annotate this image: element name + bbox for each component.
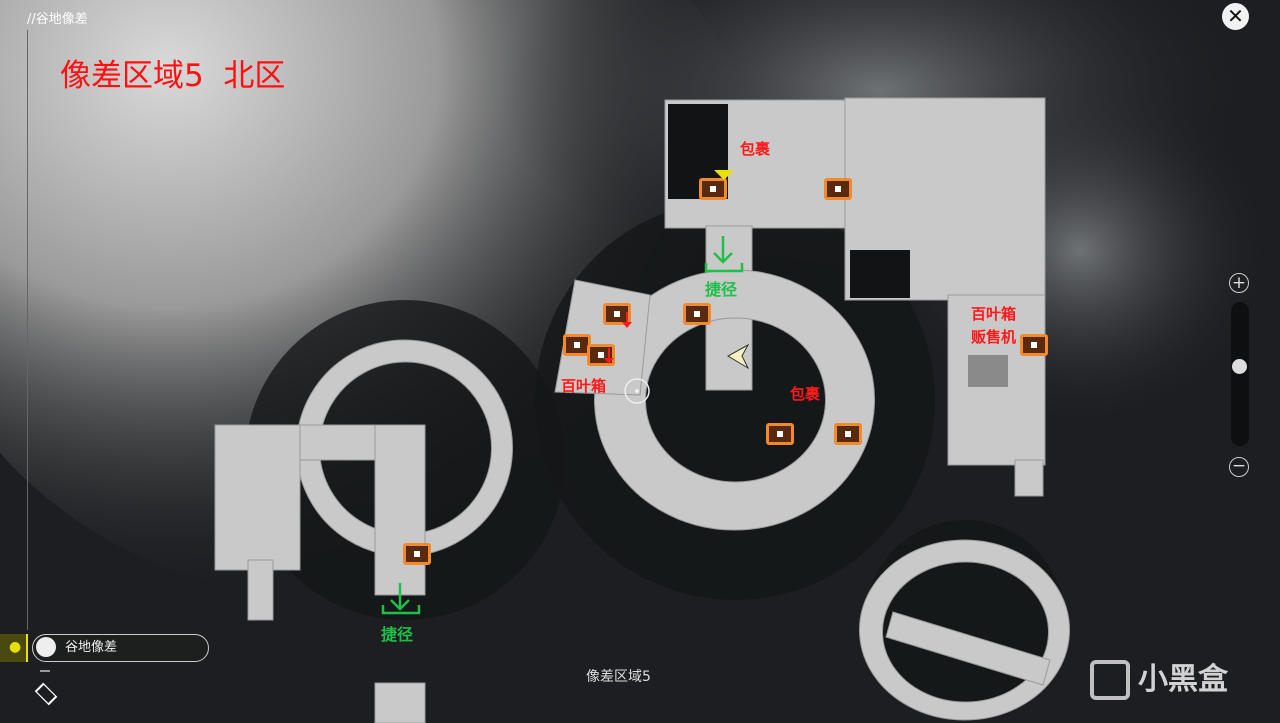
chest-markers[interactable] [403, 178, 1048, 565]
label-vending-machine: 贩售机 [971, 328, 1017, 346]
region-name: 像差区域5 [586, 669, 651, 685]
floor-separator [40, 670, 50, 672]
chest-icon [603, 303, 631, 325]
label-shortcut: 捷径 [381, 625, 414, 644]
region-icon [36, 637, 56, 657]
chest-icon [403, 543, 431, 565]
arrow-down-icon [622, 312, 632, 328]
label-shutter-box: 百叶箱 [971, 305, 1017, 323]
chest-icon [766, 423, 794, 445]
target-icon [624, 378, 650, 404]
close-button[interactable]: ✕ [1222, 3, 1249, 30]
area-title: 像差区域5 北区 [60, 58, 286, 94]
arrow-down-icon [604, 348, 614, 364]
zoom-slider[interactable] [1231, 302, 1249, 446]
player-arrow-icon [726, 343, 750, 370]
chest-icon [683, 303, 711, 325]
location-pin-tab[interactable]: ● [0, 634, 27, 662]
divider [27, 30, 28, 630]
chest-icon [1020, 334, 1048, 356]
label-package: 包裹 [790, 385, 821, 403]
waypoint-icon [714, 170, 734, 180]
label-package: 包裹 [740, 140, 771, 158]
zoom-out-button[interactable]: − [1229, 457, 1249, 477]
watermark-logo-icon [1090, 660, 1130, 700]
chest-icon [563, 334, 591, 356]
chest-icon [824, 178, 852, 200]
label-shutter-box: 百叶箱 [561, 377, 607, 395]
zoom-in-button[interactable]: + [1229, 273, 1249, 293]
chest-icon [699, 178, 727, 200]
label-shortcut: 捷径 [705, 280, 738, 299]
location-panel[interactable]: 谷地像差 [32, 634, 209, 662]
chest-icon [834, 423, 862, 445]
breadcrumb: //谷地像差 [27, 12, 88, 27]
ring-southeast [859, 539, 1070, 721]
shortcut-icon [381, 236, 744, 615]
zoom-slider-knob[interactable] [1232, 359, 1247, 374]
location-pin-icon: ● [9, 639, 22, 655]
close-icon: ✕ [1227, 4, 1244, 28]
watermark: 小黑盒 [1138, 662, 1228, 697]
location-name: 谷地像差 [65, 640, 118, 655]
chest-icon [587, 344, 615, 366]
